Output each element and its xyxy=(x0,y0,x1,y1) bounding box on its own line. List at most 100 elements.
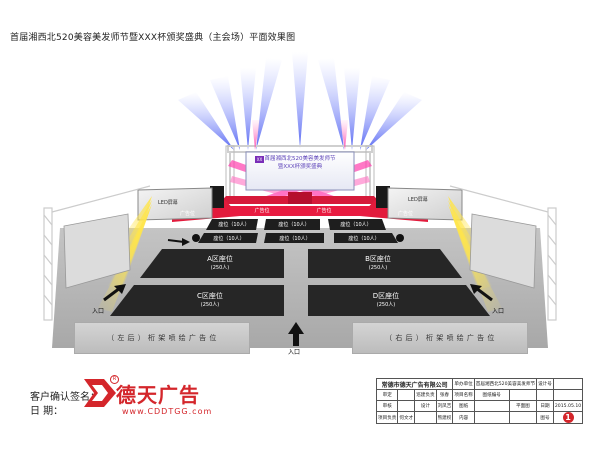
zone-d-count: (250人) xyxy=(376,302,396,308)
date-label: 日 期： xyxy=(30,406,64,417)
vip-seat-blocks xyxy=(198,219,398,243)
zone-b-label: B区座位 (250人) xyxy=(330,254,426,271)
table-cell: 项目负责 xyxy=(375,411,399,424)
client-signature-label: 客户确认签名： xyxy=(30,392,100,403)
stage-front-ad xyxy=(230,206,370,216)
vip-block-2 xyxy=(264,219,320,230)
table-cell: 巡建负责 xyxy=(414,389,437,401)
zone-b-name: B区座位 xyxy=(365,255,391,263)
table-cell: 张春 xyxy=(435,389,454,401)
vip-block-5 xyxy=(264,233,324,243)
zone-b-count: (250人) xyxy=(368,265,388,271)
zone-b xyxy=(308,249,462,278)
right-speaker xyxy=(376,186,390,208)
table-cell xyxy=(414,411,437,424)
zone-c-label: C区座位 (250人) xyxy=(160,291,260,308)
table-cell: 审定 xyxy=(375,389,399,401)
table-cell xyxy=(473,411,510,424)
page-number-cell: 1 xyxy=(552,411,584,424)
zone-a-label: A区座位 (250人) xyxy=(172,254,268,271)
entrance-center-label: 入口 xyxy=(288,349,301,356)
vip-block-1 xyxy=(206,219,258,230)
logo-mark-icon xyxy=(84,379,116,407)
table-cell xyxy=(508,389,538,401)
table-cell: 日期 xyxy=(536,400,554,412)
vip-block-4 xyxy=(198,233,258,243)
vip-seat-label-1: 座位（10人） xyxy=(218,222,250,228)
left-wing-ad-label: 广告位 xyxy=(180,211,196,217)
zone-c-name: C区座位 xyxy=(197,292,223,300)
zone-a-count: (250人) xyxy=(210,265,230,271)
table-cell: 图纸编号 xyxy=(473,389,510,401)
table-row: 项目负责 何文才 熊建权 内容 图号 1 xyxy=(375,411,584,424)
spotlight-icon xyxy=(192,234,200,242)
arrow-up-icon xyxy=(288,322,304,346)
table-cell xyxy=(473,400,510,412)
zone-c xyxy=(110,285,284,316)
zone-c-count: (250人) xyxy=(200,302,220,308)
table-cell xyxy=(397,400,416,412)
left-wall-panel xyxy=(63,213,131,289)
entrance-right-label: 入口 xyxy=(492,308,505,315)
table-row: 审核 设计 刘凤吉 图纸 平面图 日期 2015.05.10 xyxy=(375,400,584,412)
zone-d-name: D区座位 xyxy=(372,292,400,300)
zone-d-label: D区座位 (250人) xyxy=(336,291,436,308)
arrow-diagonal-icon xyxy=(103,284,126,302)
table-cell: 设计 xyxy=(414,400,437,412)
logo-name: 德天广告 xyxy=(116,383,200,407)
table-cell: 何文才 xyxy=(397,411,416,424)
spotlight-icon xyxy=(396,234,404,242)
table-cell xyxy=(508,411,538,424)
left-led-label: LED屏幕 xyxy=(158,200,178,206)
left-led-screen xyxy=(137,187,213,221)
page-title: 首届湘西北520美容美发师节暨XXX杯颁奖盛典（主会场）平面效果图 xyxy=(10,33,296,43)
unit-label-cell: 单办单位 xyxy=(452,378,475,390)
screen-line-1: 首届湘西北520美容美发师节 xyxy=(264,156,336,162)
vip-seat-label-6: 座位（10人） xyxy=(348,236,380,242)
vip-block-3 xyxy=(328,219,386,230)
registered-icon: R xyxy=(110,375,119,384)
table-cell: 内容 xyxy=(452,411,475,424)
side-truss-left xyxy=(43,185,151,321)
vip-seat-label-5: 座位（10人） xyxy=(279,236,311,242)
table-cell: 熊建权 xyxy=(435,411,454,424)
arrow-diagonal-icon xyxy=(470,284,493,302)
right-led-label: LED屏幕 xyxy=(408,197,428,203)
table-cell: 审核 xyxy=(375,400,399,412)
table-cell: 项目名称 xyxy=(452,389,475,401)
blank-cell xyxy=(552,378,584,390)
vip-seat-label-3: 座位（10人） xyxy=(340,222,372,228)
zone-a xyxy=(140,249,284,278)
page-number-badge: 1 xyxy=(562,412,574,423)
project-name-cell: 首届湘西北520美容美发师节 xyxy=(473,378,538,390)
table-cell xyxy=(397,389,416,401)
stage-front-ad-label: 广告位 xyxy=(254,208,270,214)
table-cell: 平面图 xyxy=(508,400,538,412)
arrow-diagonal-icon xyxy=(167,238,190,246)
vip-seat-label-2: 座位（10人） xyxy=(278,222,310,228)
table-row: 审定 巡建负责 张春 项目名称 图纸编号 xyxy=(375,389,584,401)
table-cell: 2015.05.10 xyxy=(552,400,584,412)
table-cell xyxy=(536,389,554,401)
right-wing-ad-label: 广告位 xyxy=(398,211,414,217)
right-wall-panel xyxy=(469,213,537,289)
right-rear-banner: （ 右 后 ） 桁 架 喷 绘 广 告 位 xyxy=(352,322,528,354)
designer-label-cell: 设计号 xyxy=(536,378,554,390)
vip-seat-label-4: 座位（10人） xyxy=(213,236,245,242)
blue-light-beams xyxy=(178,52,422,150)
vip-block-6 xyxy=(334,233,398,243)
main-screen-text: 首届湘西北520美容美发师节 暨XXX杯颁奖盛典 xyxy=(248,155,352,171)
left-speaker xyxy=(210,186,224,208)
screen-badge: XX xyxy=(255,156,264,163)
company-logo: 德天广告 www.CDDTGG.com R xyxy=(82,375,242,419)
stage-front-ad-label-2: 广告位 xyxy=(316,208,332,214)
left-rear-banner: （ 左 后 ） 桁 架 喷 绘 广 告 位 xyxy=(74,322,250,354)
table-cell: 图号 xyxy=(536,411,554,424)
screen-line-2: 暨XXX杯颁奖盛典 xyxy=(277,164,323,170)
info-table: 常德市德天广告有限公司 单办单位 首届湘西北520美容美发师节 设计号 审定 巡… xyxy=(375,378,584,424)
table-cell: 图纸 xyxy=(452,400,475,412)
zone-d xyxy=(308,285,490,316)
side-truss-right xyxy=(449,185,557,321)
